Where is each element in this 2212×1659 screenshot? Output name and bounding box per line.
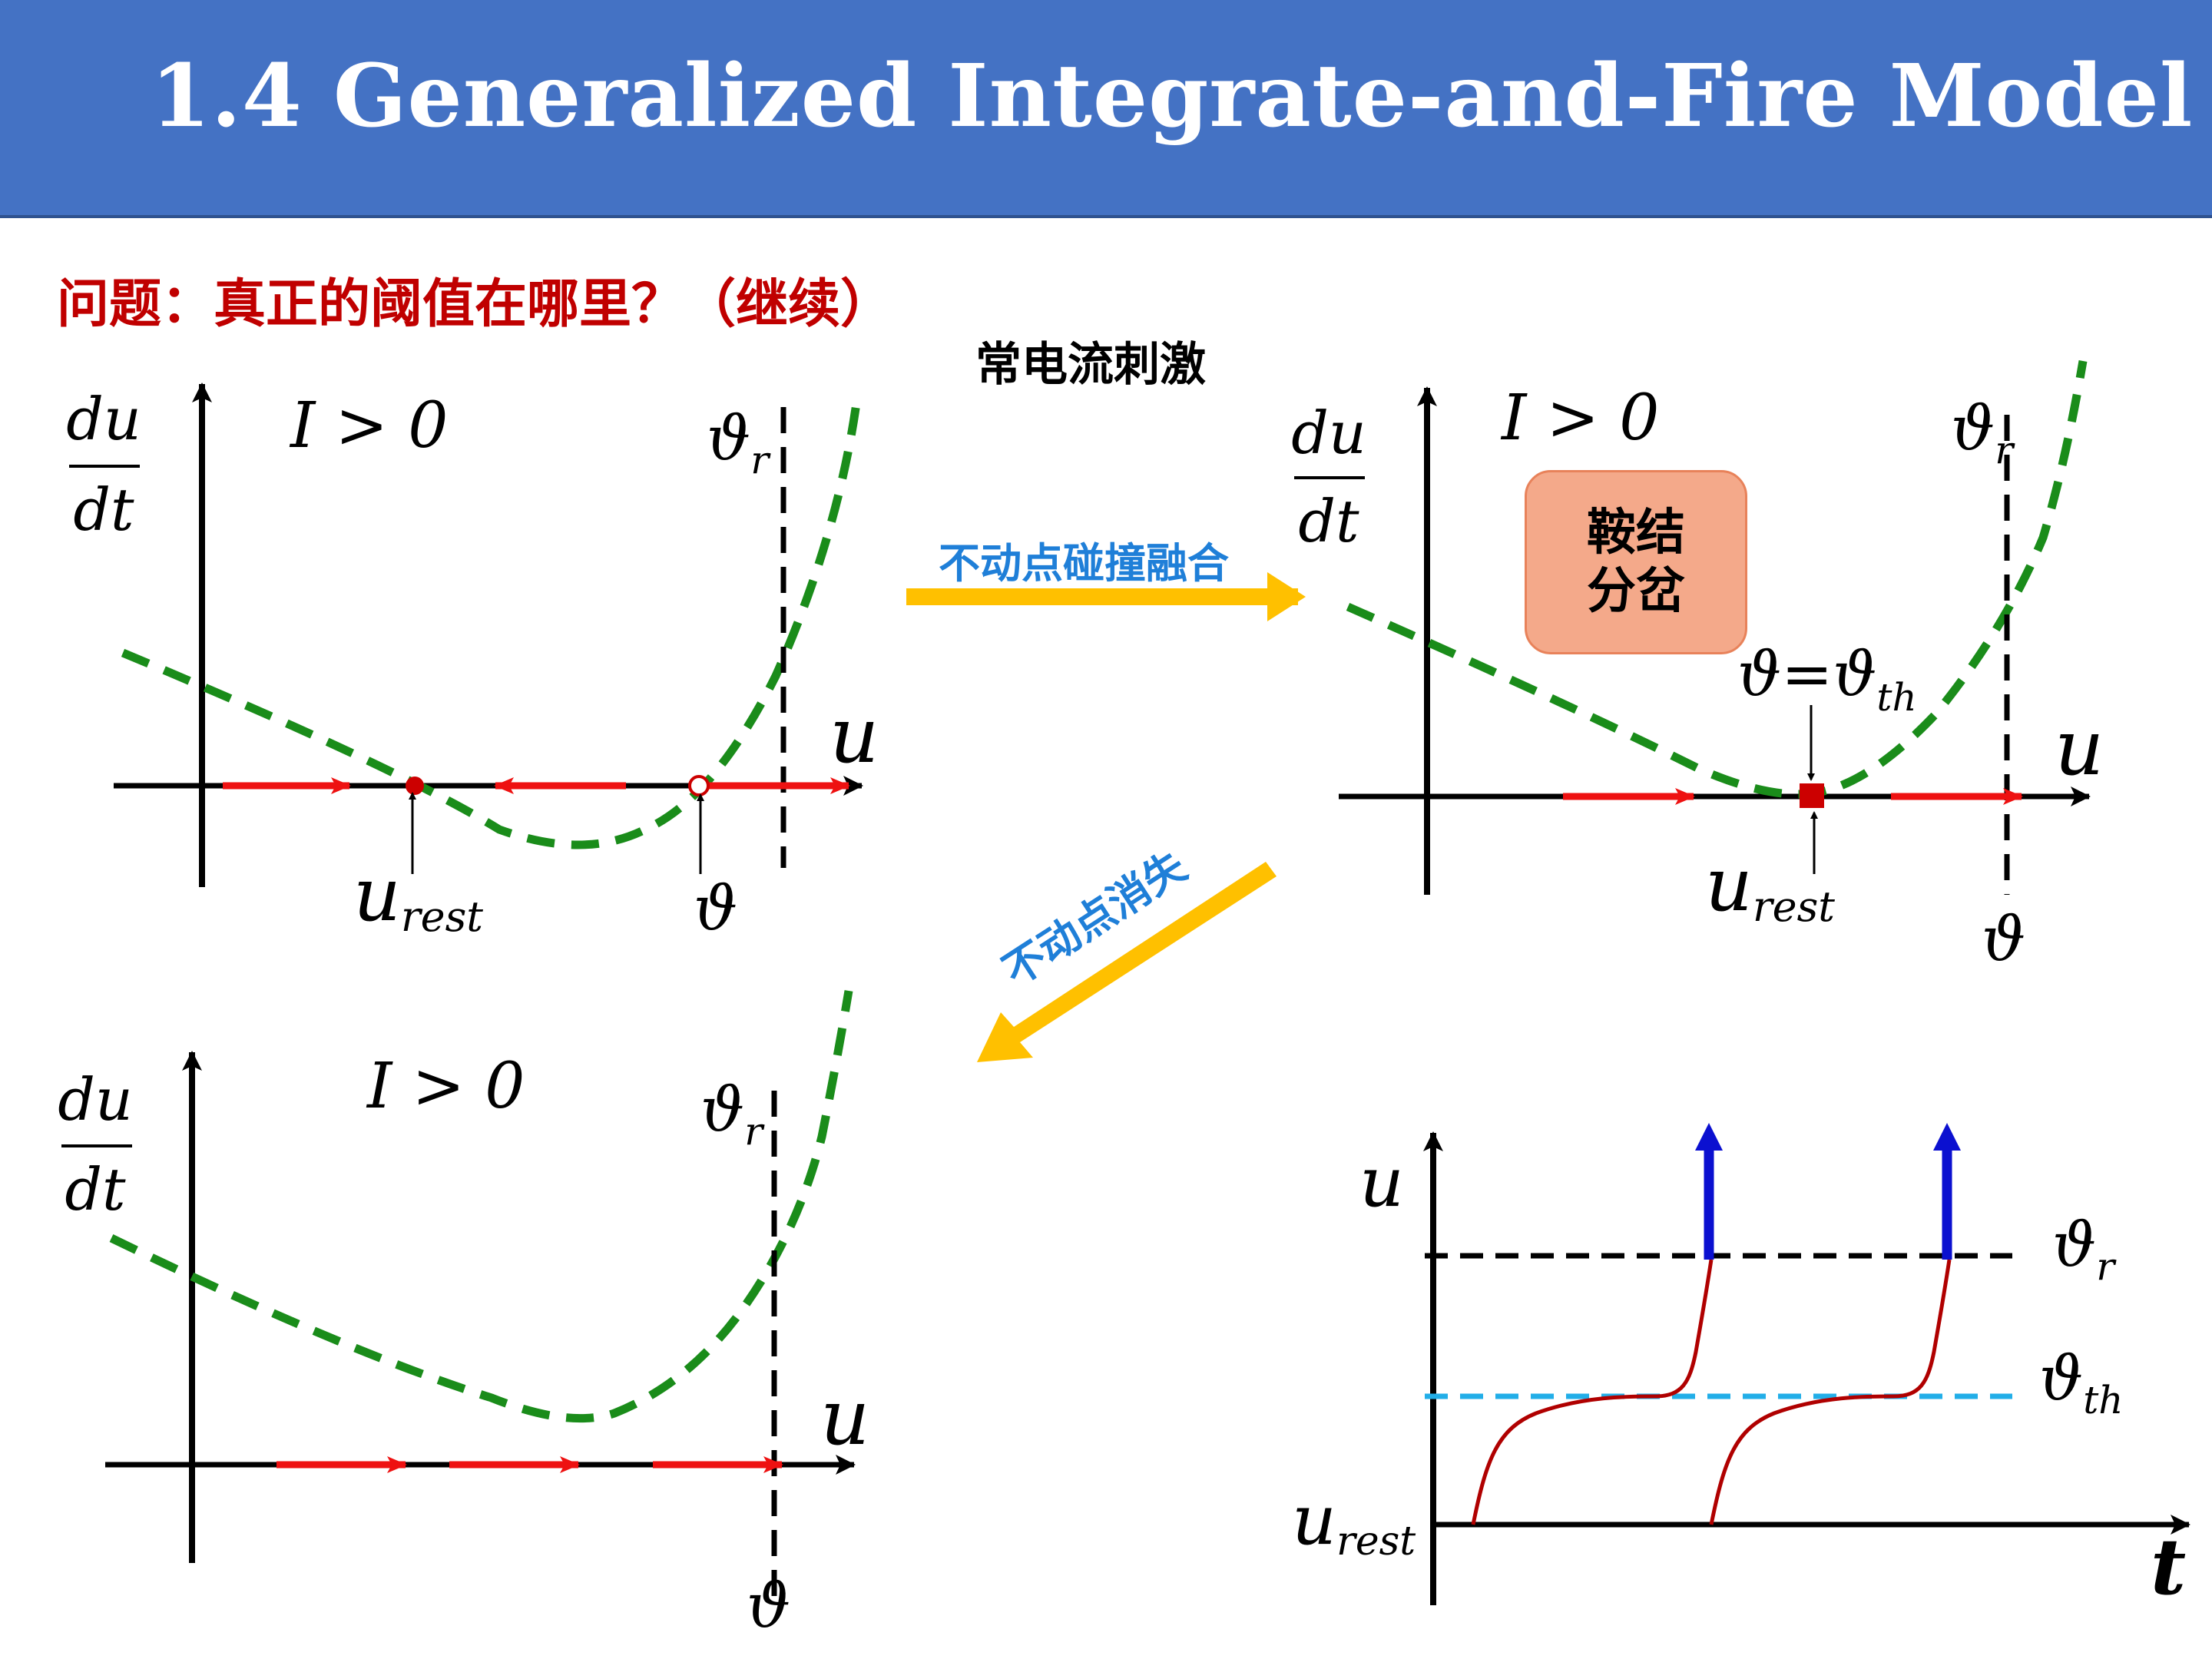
current-label: I > 0	[1500, 382, 1659, 455]
t-axis-label: t	[2151, 1522, 2186, 1612]
du-label: du	[58, 1065, 133, 1134]
u-rest-label: urest	[1705, 842, 1835, 931]
du-dt-curve	[109, 990, 853, 1423]
stimulus-label: 常电流刺激	[975, 338, 1206, 392]
merge-label: 不动点碰撞融合	[939, 539, 1229, 588]
theta-r-label: ϑr	[2052, 1209, 2117, 1289]
saddle-node-label: 鞍结分岔	[1587, 505, 1685, 620]
dt-label: dt	[65, 1155, 126, 1224]
du-dt-curve	[1346, 360, 2088, 799]
phase-plane-no-fixed-points: du dt I > 0 ϑr u ϑ	[58, 990, 869, 1641]
u-axis-label: u	[2055, 703, 2104, 793]
transition-vanish: 不动点消失	[977, 841, 1277, 1062]
saddle-node-box: 鞍结分岔	[1525, 470, 1747, 654]
theta-r-label: ϑr	[707, 402, 771, 482]
u-rest-label: urest	[1292, 1480, 1416, 1565]
theta-r-label: ϑr	[700, 1074, 765, 1154]
unstable-fixed-point	[688, 775, 710, 796]
current-label: I > 0	[366, 1050, 525, 1123]
theta-label: ϑ	[747, 1570, 790, 1641]
du-dt-curve	[121, 402, 861, 849]
du-label: du	[1291, 399, 1366, 467]
vanish-arrow	[977, 862, 1277, 1062]
du-label: du	[66, 385, 141, 453]
theta-eq-label: ϑ=ϑth	[1737, 638, 1917, 720]
dt-label: dt	[1298, 487, 1359, 555]
theta-label: ϑ	[1982, 903, 2025, 975]
theta-th-label: ϑth	[2039, 1343, 2123, 1422]
vanish-label: 不动点消失	[995, 841, 1196, 995]
transition-merge: 不动点碰撞融合	[906, 539, 1306, 621]
theta-r-label: ϑr	[1951, 392, 2015, 472]
u-rest-label: urest	[353, 852, 483, 941]
voltage-trace: u ϑr ϑth urest t	[1292, 1123, 2190, 1612]
title-bar: 1.4 Generalized Integrate-and-Fire Model	[0, 0, 2212, 218]
phase-plane-two-fixed-points: du dt I > 0 ϑr u urest ϑ	[66, 382, 879, 944]
merge-arrow-head	[1267, 572, 1306, 621]
dt-label: dt	[73, 475, 134, 544]
u-axis-label: u	[830, 690, 879, 780]
slide-title: 1.4 Generalized Integrate-and-Fire Model	[151, 46, 2194, 147]
u-axis-label: u	[1359, 1142, 1404, 1223]
u-axis-label: u	[820, 1373, 869, 1462]
saddle-fixed-point	[1800, 783, 1824, 808]
theta-label: ϑ	[694, 873, 737, 944]
stable-fixed-point	[406, 777, 424, 795]
phase-plane-saddle-node: du dt I > 0 ϑr ϑ=ϑth u urest ϑ	[1291, 360, 2104, 975]
question-heading: 问题：真正的阈值在哪里？（继续）	[57, 274, 893, 335]
merge-arrow-shaft	[906, 588, 1298, 605]
voltage-trajectory-1	[1471, 1259, 1714, 1525]
voltage-trajectory-2	[1709, 1259, 1952, 1525]
current-label: I > 0	[289, 389, 448, 462]
